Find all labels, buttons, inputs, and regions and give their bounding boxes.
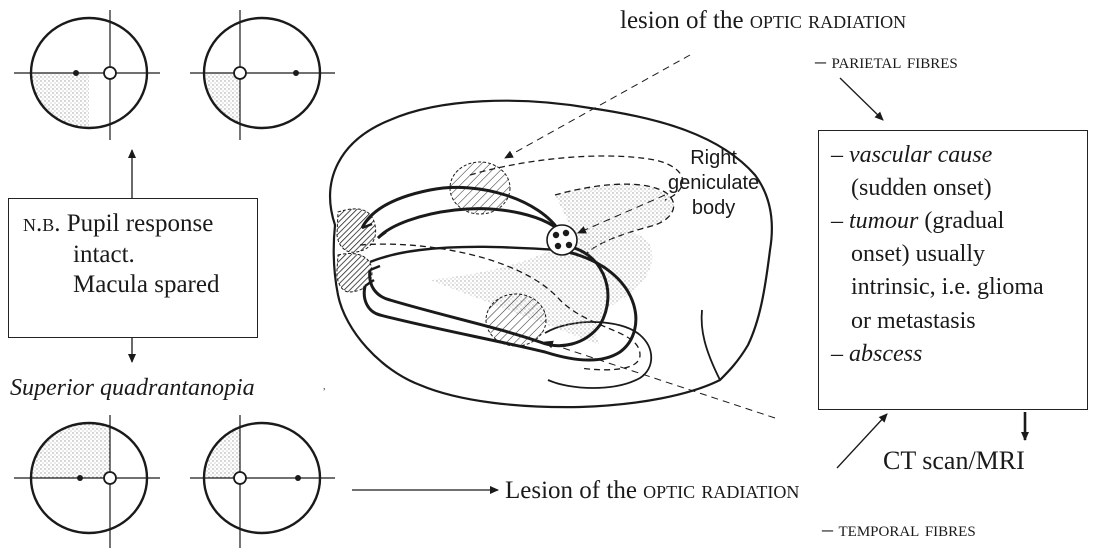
- cause-row: onset) usually: [831, 238, 1087, 271]
- geniculate-line3: body: [668, 196, 759, 221]
- note-line3: Macula spared: [23, 270, 257, 301]
- arrow-dashed-parietal: [505, 55, 690, 158]
- geniculate-line1: Right: [668, 146, 759, 171]
- parietal-label-line1: lesion of the optic radiation: [620, 8, 906, 33]
- cause-row: – abscess: [831, 338, 1087, 371]
- ct-scan-label: CT scan/MRI: [883, 448, 1025, 474]
- cause-row: – tumour (gradual: [831, 205, 1087, 238]
- temporal-label-line1: Lesion of the optic radiation: [505, 478, 799, 503]
- note-box: n.b. Pupil response intact. Macula spare…: [8, 198, 258, 338]
- parietal-label-caps: optic radiation: [750, 7, 906, 34]
- visual-field-top-left: [14, 10, 160, 140]
- parietal-label-line2: – parietal fibres: [815, 50, 958, 72]
- cause-row: (sudden onset): [831, 172, 1087, 205]
- note-line1: Pupil response: [67, 210, 214, 237]
- temporal-label-prefix: Lesion of the: [505, 477, 637, 504]
- svg-text:,: ,: [323, 381, 326, 392]
- note-prefix: n.b.: [23, 210, 61, 237]
- arrow-temporal-to-box: [837, 414, 887, 468]
- cause-row: or metastasis: [831, 305, 1087, 338]
- cause-row: – vascular cause: [831, 139, 1087, 172]
- note-line2: intact.: [23, 240, 257, 271]
- geniculate-label: Right geniculate body: [668, 146, 759, 221]
- temporal-label-caps: optic radiation: [643, 477, 799, 504]
- causes-box: – vascular cause (sudden onset) – tumour…: [818, 130, 1088, 410]
- visual-field-bottom-left: [14, 415, 160, 548]
- geniculate-line2: geniculate: [668, 171, 759, 196]
- arrow-parietal-to-box: [840, 78, 883, 120]
- temporal-label-line2: – temporal fibres: [822, 518, 976, 540]
- visual-field-bottom-right: [190, 415, 335, 548]
- superior-quadrantanopia-label: Superior quadrantanopia: [10, 376, 255, 400]
- visual-field-top-right: [190, 10, 335, 140]
- cause-row: intrinsic, i.e. glioma: [831, 271, 1087, 304]
- parietal-label-prefix: lesion of the: [620, 7, 744, 34]
